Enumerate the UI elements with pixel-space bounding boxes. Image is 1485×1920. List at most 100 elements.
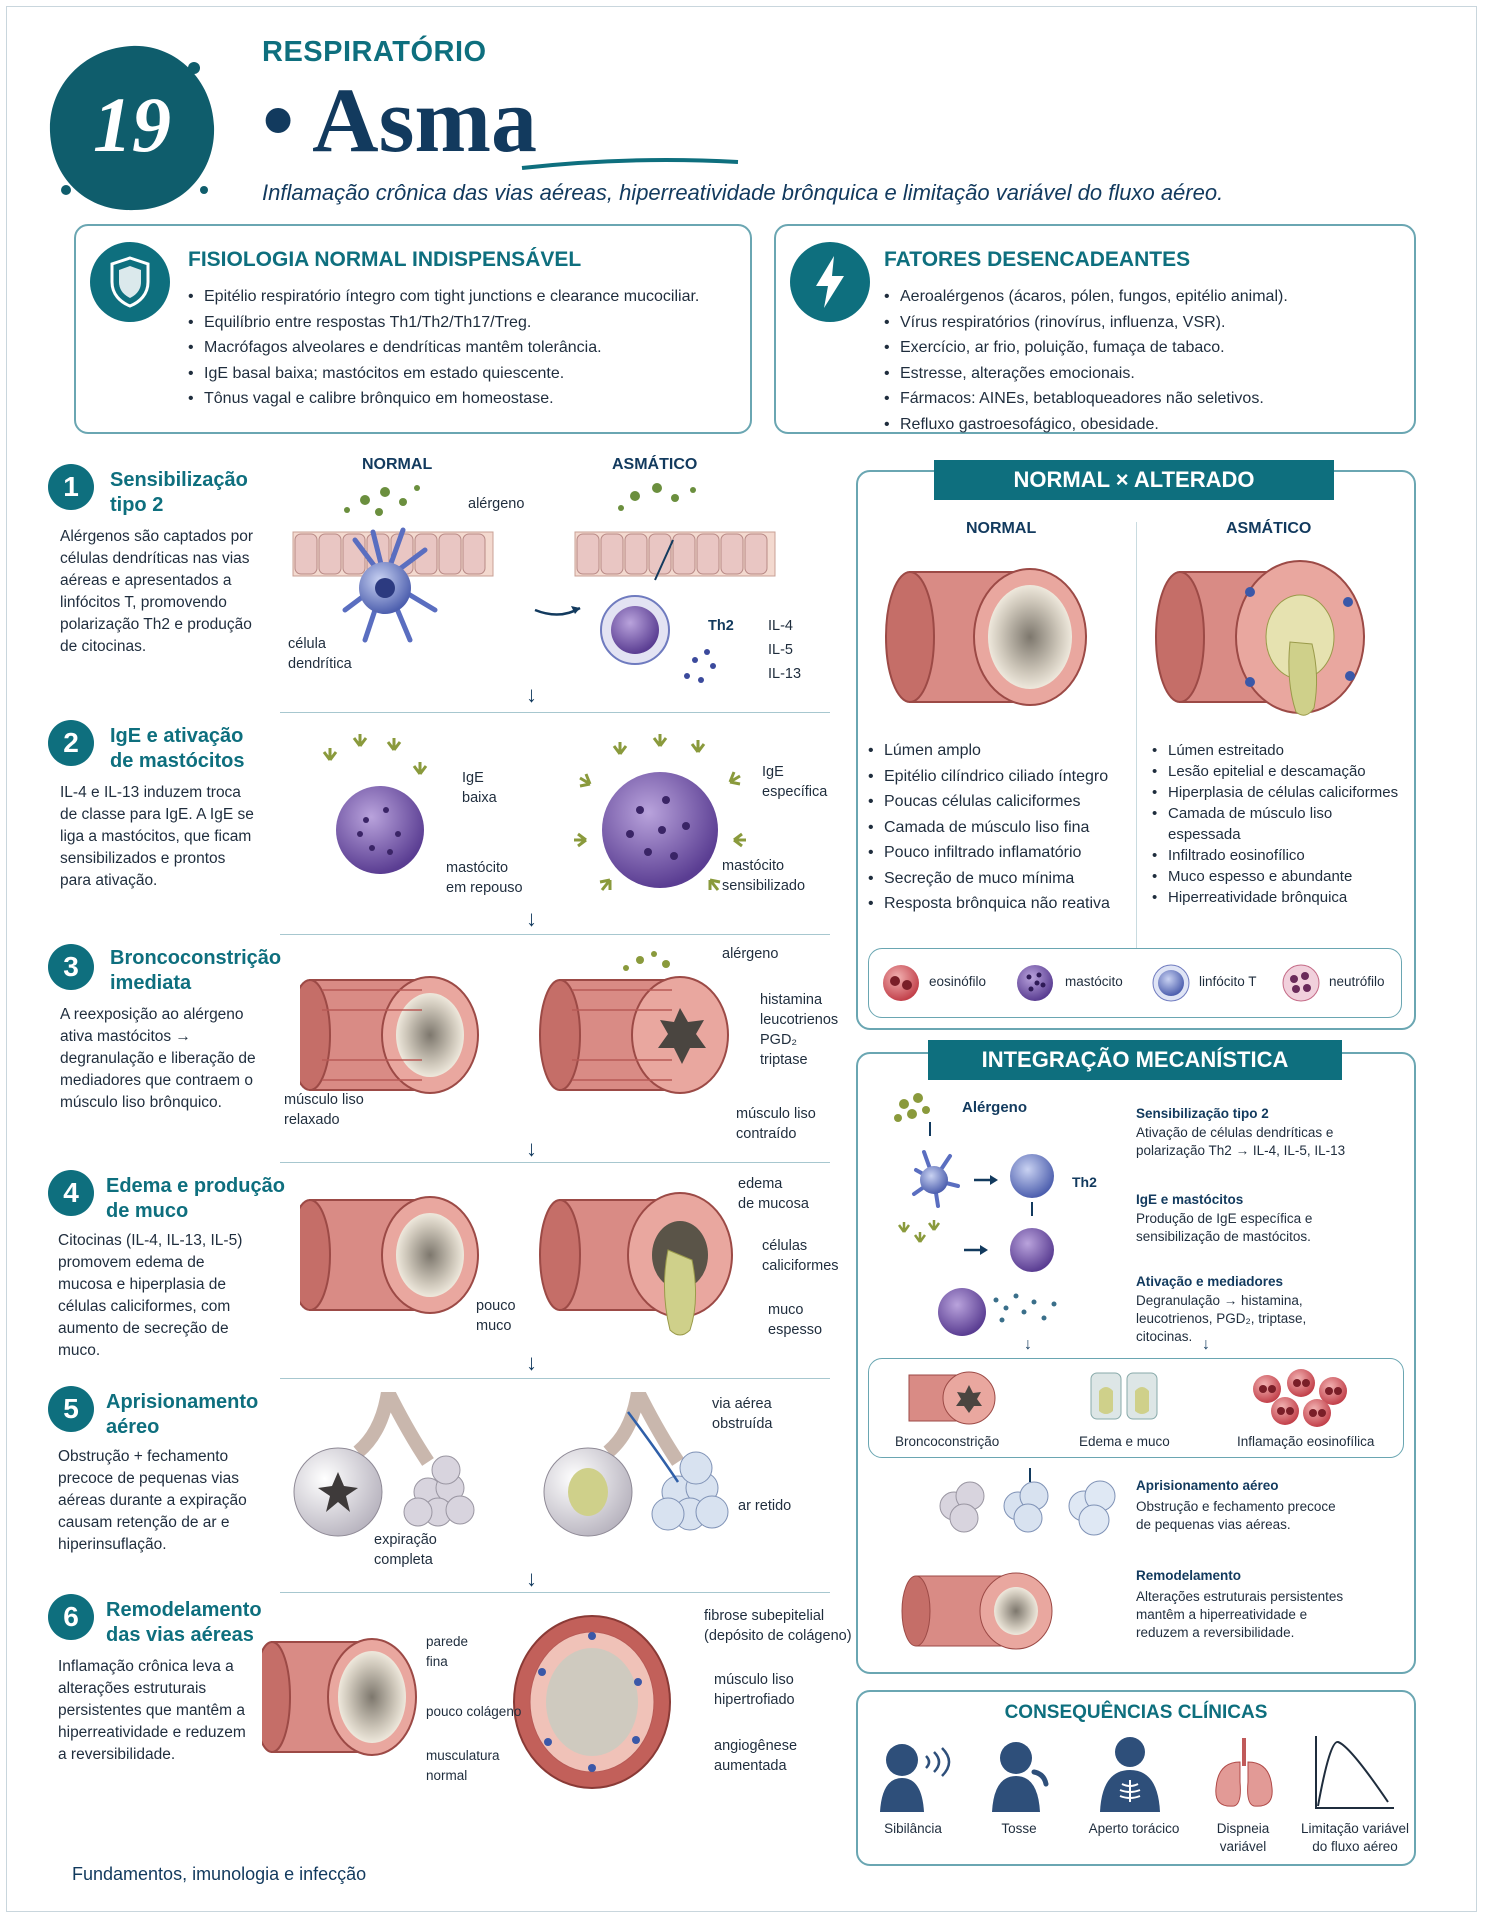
page-border — [6, 6, 1477, 1912]
label-alergeno-1: alérgeno — [468, 496, 525, 512]
neutrophil-icon — [1282, 964, 1320, 1002]
effect-inflamacao: Inflamação eosinofílica — [1237, 1434, 1375, 1449]
shield-icon — [90, 242, 170, 322]
consequence-label: Sibilância — [884, 1821, 942, 1836]
fisiologia-box: FISIOLOGIA NORMAL INDISPENSÁVEL Epitélio… — [74, 224, 752, 434]
list-item: Epitélio cilíndrico ciliado íntegro — [868, 764, 1130, 790]
section-kicker: RESPIRATÓRIO — [262, 36, 487, 68]
step-2-illustration — [322, 734, 746, 891]
legend-mastocito: mastócito — [1065, 974, 1123, 989]
label-il5: IL-5 — [768, 642, 793, 658]
eosinophil-icon — [883, 965, 919, 1001]
list-item: Hiperreatividade brônquica — [1152, 887, 1404, 908]
list-item: IgE basal baixa; mastócitos em estado qu… — [188, 361, 748, 387]
step-separator — [280, 1378, 830, 1379]
step-6-number: 6 — [48, 1594, 94, 1640]
air-trapping-icon — [939, 1468, 1116, 1536]
legend-neutrofilo: neutrófilo — [1329, 974, 1385, 989]
comparison-asm-list: Lúmen estreitado Lesão epitelial e desca… — [1152, 740, 1404, 908]
step-separator — [280, 934, 830, 935]
step-5-text: Obstrução + fechamento precoce de pequen… — [58, 1448, 247, 1553]
lungs-icon — [1215, 1738, 1273, 1807]
lymphocyte-icon — [1152, 964, 1190, 1002]
step-4-illustration — [300, 1192, 733, 1336]
label-il13: IL-13 — [768, 666, 802, 682]
down-arrow-icon: ↓ — [526, 1136, 537, 1161]
bronchoconstriction-icon — [908, 1371, 996, 1425]
fatores-title: FATORES DESENCADEANTES — [884, 248, 1191, 271]
list-item: Tônus vagal e calibre brônquico em homeo… — [188, 386, 748, 412]
edema-mucus-icon — [1090, 1372, 1158, 1420]
remodeling-icon — [901, 1572, 1053, 1650]
cell-legend: eosinófilo mastócito linfócito T neutróf… — [868, 948, 1402, 1018]
down-arrow-icon: ↓ — [526, 906, 537, 931]
integration-th2-label: Th2 — [1072, 1174, 1097, 1190]
list-item: Secreção de muco mínima — [868, 866, 1130, 892]
down-arrow-icon: ↓ — [526, 682, 537, 707]
list-item: Lúmen estreitado — [1152, 740, 1404, 761]
effect-broncoconstricao: Broncoconstrição — [895, 1434, 1000, 1449]
list-item: Lúmen amplo — [868, 738, 1130, 764]
down-arrow-icon: ↓ — [1024, 1336, 1032, 1353]
list-item: Lesão epitelial e descamação — [1152, 761, 1404, 782]
mast-cell-icon — [1017, 965, 1053, 1001]
consequences-title: CONSEQUÊNCIAS CLÍNICAS — [1004, 1702, 1268, 1723]
integration-aprisionamento-title: Aprisionamento aéreo — [1136, 1478, 1279, 1493]
list-item: Equilíbrio entre respostas Th1/Th2/Th17/… — [188, 310, 748, 336]
page-subtitle: Inflamação crônica das vias aéreas, hipe… — [262, 180, 1224, 205]
list-item: Pouco infiltrado inflamatório — [868, 840, 1130, 866]
label-alergeno-3: alérgeno — [722, 946, 779, 962]
step-5-number: 5 — [48, 1386, 94, 1432]
step-2-number: 2 — [48, 720, 94, 766]
list-item: Aeroalérgenos (ácaros, pólen, fungos, ep… — [884, 284, 1404, 310]
step-3-text: A reexposição ao alérgeno ativa mastócit… — [60, 1006, 256, 1111]
list-item: Vírus respiratórios (rinovírus, influenz… — [884, 310, 1404, 336]
wheeze-icon — [880, 1744, 951, 1812]
integration-cascade — [894, 1093, 1057, 1336]
chest-icon — [1100, 1737, 1160, 1812]
list-item: Camada de músculo liso fina — [868, 815, 1130, 841]
list-item: Hiperplasia de células caliciformes — [1152, 782, 1404, 803]
integration-effects: Broncoconstrição Edema e muco Inflamação… — [868, 1358, 1404, 1458]
consequence-label: Aperto torácico — [1088, 1821, 1180, 1836]
page-title: • Asma — [262, 69, 538, 171]
list-item: Camada de músculo liso espessada — [1152, 803, 1404, 845]
list-item: Fármacos: AINEs, betabloqueadores não se… — [884, 386, 1404, 412]
integration-remodelamento-title: Remodelamento — [1136, 1568, 1242, 1583]
step-4-text: Citocinas (IL-4, IL-13, IL-5) promovem e… — [58, 1232, 243, 1359]
step-1-number: 1 — [48, 464, 94, 510]
comparison-divider — [1136, 522, 1137, 982]
consequence-label: Tosse — [1001, 1821, 1037, 1836]
down-arrow-icon: ↓ — [1202, 1336, 1210, 1353]
integration-alergeno-label: Alérgeno — [962, 1099, 1028, 1116]
cough-icon — [992, 1742, 1049, 1812]
fatores-box: FATORES DESENCADEANTES Aeroalérgenos (ác… — [774, 224, 1416, 437]
step-6-illustration — [262, 1615, 671, 1789]
label-il4: IL-4 — [768, 618, 793, 634]
label-pouco-colageno: pouco colágeno — [426, 1704, 522, 1719]
integration-block-3-title: Ativação e mediadores — [1136, 1274, 1284, 1289]
integration-block-2-title: IgE e mastócitos — [1136, 1192, 1244, 1207]
step-5-illustration — [293, 1392, 729, 1537]
fisiologia-title: FISIOLOGIA NORMAL INDISPENSÁVEL — [188, 248, 582, 271]
comparison-normal-list: Lúmen amplo Epitélio cilíndrico ciliado … — [868, 738, 1130, 917]
down-arrow-icon: ↓ — [526, 1350, 537, 1375]
step-separator — [280, 1592, 830, 1593]
flow-curve-icon — [1315, 1736, 1394, 1809]
integration-block-3-text: Degranulação → histamina,leucotrienos, P… — [1136, 1293, 1307, 1344]
chapter-badge — [49, 45, 215, 211]
down-arrow-icon: ↓ — [526, 1566, 537, 1591]
list-item: Infiltrado eosinofílico — [1152, 845, 1404, 866]
